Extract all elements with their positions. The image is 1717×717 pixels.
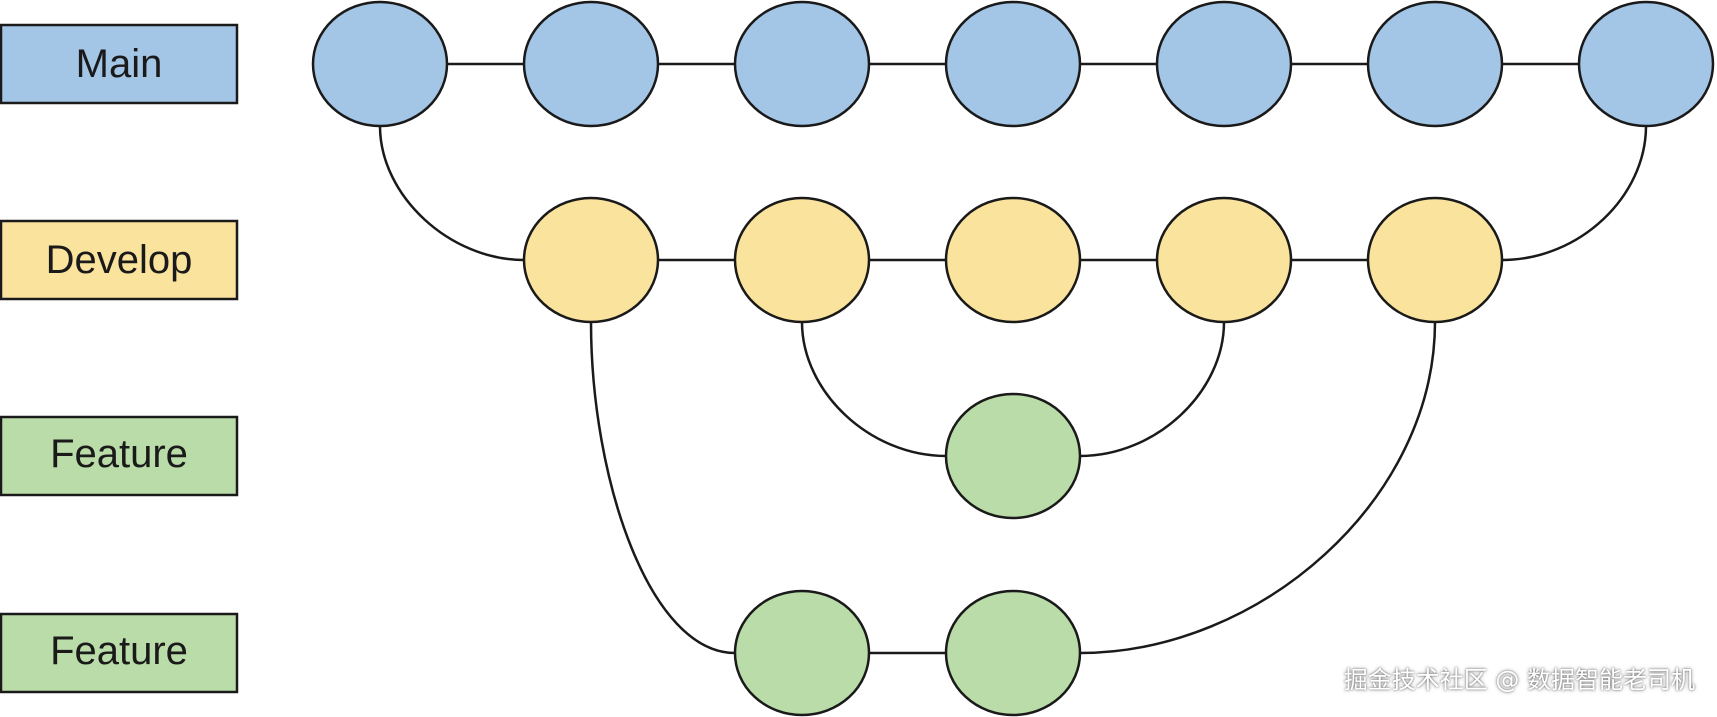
connectors (378, 62, 1648, 655)
main-commit (1577, 0, 1715, 128)
branch-label-main-box (0, 23, 239, 105)
branch-develop-to-feature-1 (800, 321, 947, 458)
main-commit (522, 0, 660, 128)
develop-commit (1155, 196, 1293, 324)
main-commit (733, 0, 871, 128)
main-commit (311, 0, 449, 128)
feature-2-commit (944, 589, 1082, 717)
branch-label-main: Main (0, 23, 239, 105)
branch-label-develop: Develop (0, 219, 239, 301)
main-commit (1155, 0, 1293, 128)
develop-commit (1366, 196, 1504, 324)
branch-label-feature-1: Feature (0, 415, 239, 497)
branch-label-feature-2-text: Feature (50, 629, 188, 673)
branch-label-feature-2-box (0, 612, 239, 694)
branch-main-to-develop (378, 125, 525, 262)
merge-feature-2-to-develop (1079, 321, 1437, 655)
branch-label-develop-box (0, 219, 239, 301)
branch-develop-to-feature-2 (589, 321, 736, 655)
feature-2-commit (733, 589, 871, 717)
branch-label-feature-1-text: Feature (50, 432, 188, 476)
branch-label-feature-1-box (0, 415, 239, 497)
feature-1-commits (944, 392, 1082, 520)
feature-2-commits (733, 589, 1082, 717)
develop-commit (522, 196, 660, 324)
branch-label-feature-2: Feature (0, 612, 239, 694)
branch-label-develop-text: Develop (46, 238, 193, 282)
feature-1-commit (944, 392, 1082, 520)
main-commits (311, 0, 1715, 128)
watermark: 掘金技术社区 @ 数据智能老司机 (1343, 666, 1695, 694)
develop-commits (522, 196, 1504, 324)
main-commit (1366, 0, 1504, 128)
merge-develop-to-main (1501, 125, 1648, 262)
branch-label-main-text: Main (76, 42, 163, 86)
merge-feature-1-to-develop (1079, 321, 1226, 458)
develop-commit (733, 196, 871, 324)
main-commit (944, 0, 1082, 128)
develop-commit (944, 196, 1082, 324)
